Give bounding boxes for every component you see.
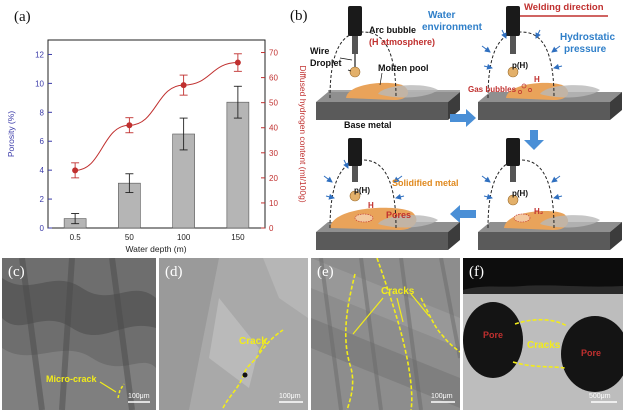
panel-label-b: (b) [290,8,308,24]
arc-bubble-label: Arc bubble [369,25,416,35]
y-tick-label: 12 [35,50,44,59]
y-tick-label: 6 [40,137,45,146]
y2-tick-label: 50 [269,99,278,108]
y2-tick-label: 0 [269,224,274,233]
micro-crack-label: Micro-crack [46,374,98,384]
micrograph-d: Crack 100μm (d) [159,258,308,410]
solidified-metal-label: Solidified metal [392,178,459,188]
y-tick-label: 4 [40,166,45,175]
hydrostatic-label-2: pressure [564,44,607,55]
x-tick-label: 150 [231,233,245,242]
ph-label-2: p(H) [512,61,528,70]
y-tick-label: 0 [40,224,45,233]
crack-label-d: Crack [239,336,267,347]
droplet-label: Droplet [310,58,342,68]
arc-bubble [329,31,397,99]
x-tick-label: 50 [125,233,134,242]
x-tick-label: 100 [177,233,191,242]
y-tick-label: 2 [40,195,45,204]
y2-tick-label: 40 [269,124,278,133]
y-tick-label: 10 [35,79,44,88]
molten-pool-label: Molten pool [378,63,429,73]
panel-label-f: (f) [469,264,484,280]
y2-axis-label: Diffused hydrogen content (ml/100g) [298,65,308,203]
y2-tick-label: 20 [269,174,278,183]
water-environment-label-2: environment [422,22,483,33]
cracks-label-e: Cracks [381,286,415,297]
y-tick-label: 8 [40,108,45,117]
pore-label-left: Pore [483,330,503,340]
welding-direction-label: Welding direction [524,2,604,13]
panel-label-d: (d) [165,264,183,280]
schematic-step-4: p(H) H Solidified metal Pores [316,138,460,250]
micrograph-c: Micro-crack 100μm (c) [2,258,156,410]
scale-bar-d: 100μm [279,393,301,400]
hydrogen-point [180,82,187,89]
pore-right [561,316,623,392]
y2-tick-label: 70 [269,49,278,58]
schematic-step-1: Arc bubble (H atmosphere) Wire Droplet M… [310,6,460,130]
pore-label-right: Pore [581,348,601,358]
cracks-label-f: Cracks [527,340,561,351]
hydrogen-point [72,167,79,174]
y2-tick-label: 30 [269,149,278,158]
h-label-2: H [534,75,540,84]
pores-label: Pores [386,210,411,220]
schematic-step-2: p(H) H Gas bubbles [468,6,622,120]
hydrogen-point [234,59,241,66]
base-metal-label: Base metal [344,120,392,130]
porosity-hydrogen-chart: 0 2 4 6 8 10 12 0 10 20 30 40 50 60 70 0.5 50 100 150 Po… [6,39,308,254]
x-axis-label: Water depth (m) [125,244,186,254]
wire-label: Wire [310,46,329,56]
panel-label-e: (e) [317,264,334,280]
droplet [349,66,361,78]
hydrogen-point [126,122,133,129]
gas-bubbles-label: Gas bubbles [468,85,517,94]
micrograph-f: Cracks Pore Pore 500μm (f) [463,258,623,410]
ph-label-3: p(H) [512,189,528,198]
process-arrow-down [524,130,544,150]
hydrostatic-label-1: Hydrostatic [560,32,615,43]
scale-bar-e: 100μm [431,393,453,400]
x-tick-label: 0.5 [70,233,82,242]
pore-left [463,302,523,378]
schematic-step-3: p(H) H₂ [478,138,622,250]
h-label-4: H [368,201,374,210]
scale-bar-c: 100μm [128,393,150,400]
y2-tick-label: 10 [269,199,278,208]
porosity-bar [226,101,250,229]
panel-label-a: (a) [14,9,31,25]
water-environment-label-1: Water [428,10,456,21]
process-arrow-left [450,205,476,223]
micrograph-e: Cracks 100μm (e) [311,258,460,410]
ph-label-4: p(H) [354,186,370,195]
h-atmosphere-label: (H atmosphere) [369,37,435,47]
y2-tick-label: 60 [269,74,278,83]
welding-torch [348,6,362,36]
process-arrow-right [450,109,476,127]
y-axis-label: Porosity (%) [6,111,16,157]
welding-schematic: Arc bubble (H atmosphere) Wire Droplet M… [310,2,622,250]
plot-frame [47,39,266,229]
panel-label-c: (c) [8,264,25,280]
scale-bar-f: 500μm [589,393,611,400]
h2-label-3: H₂ [534,207,544,216]
hydrogen-line [75,62,238,171]
